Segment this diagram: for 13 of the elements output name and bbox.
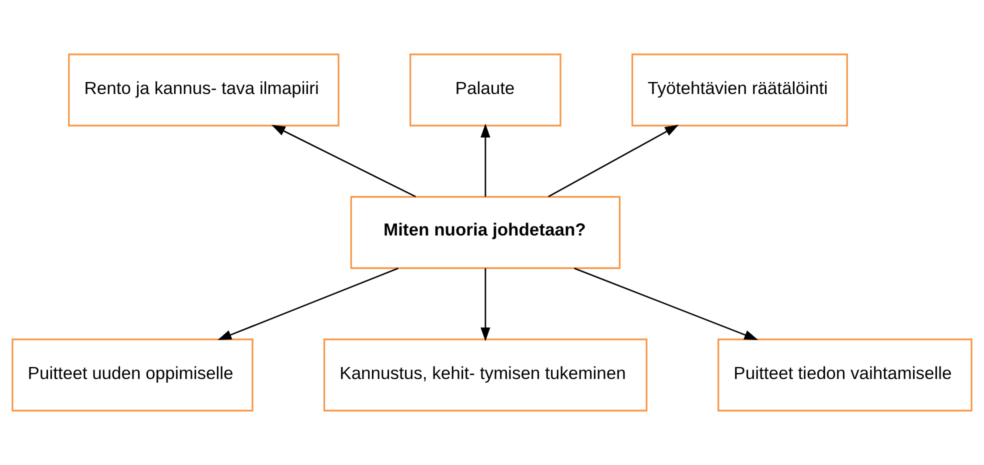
node-box: Puitteet uuden oppimiselle xyxy=(12,338,254,412)
node-box: Puitteet tiedon vaihtamiselle xyxy=(718,338,972,412)
node-box: Rento ja kannus- tava ilmapiiri xyxy=(68,54,340,126)
arrow xyxy=(480,124,490,197)
node-box: Kannustus, kehit- tymisen tukeminen xyxy=(323,338,648,412)
arrow xyxy=(548,124,679,198)
arrow xyxy=(480,268,490,342)
arrow xyxy=(218,268,398,340)
arrow xyxy=(271,124,416,198)
node-box: Työtehtävien räätälöinti xyxy=(631,54,848,126)
node-box: Miten nuoria johdetaan? xyxy=(350,196,621,269)
arrow xyxy=(574,268,758,340)
node-box: Palaute xyxy=(410,54,562,126)
